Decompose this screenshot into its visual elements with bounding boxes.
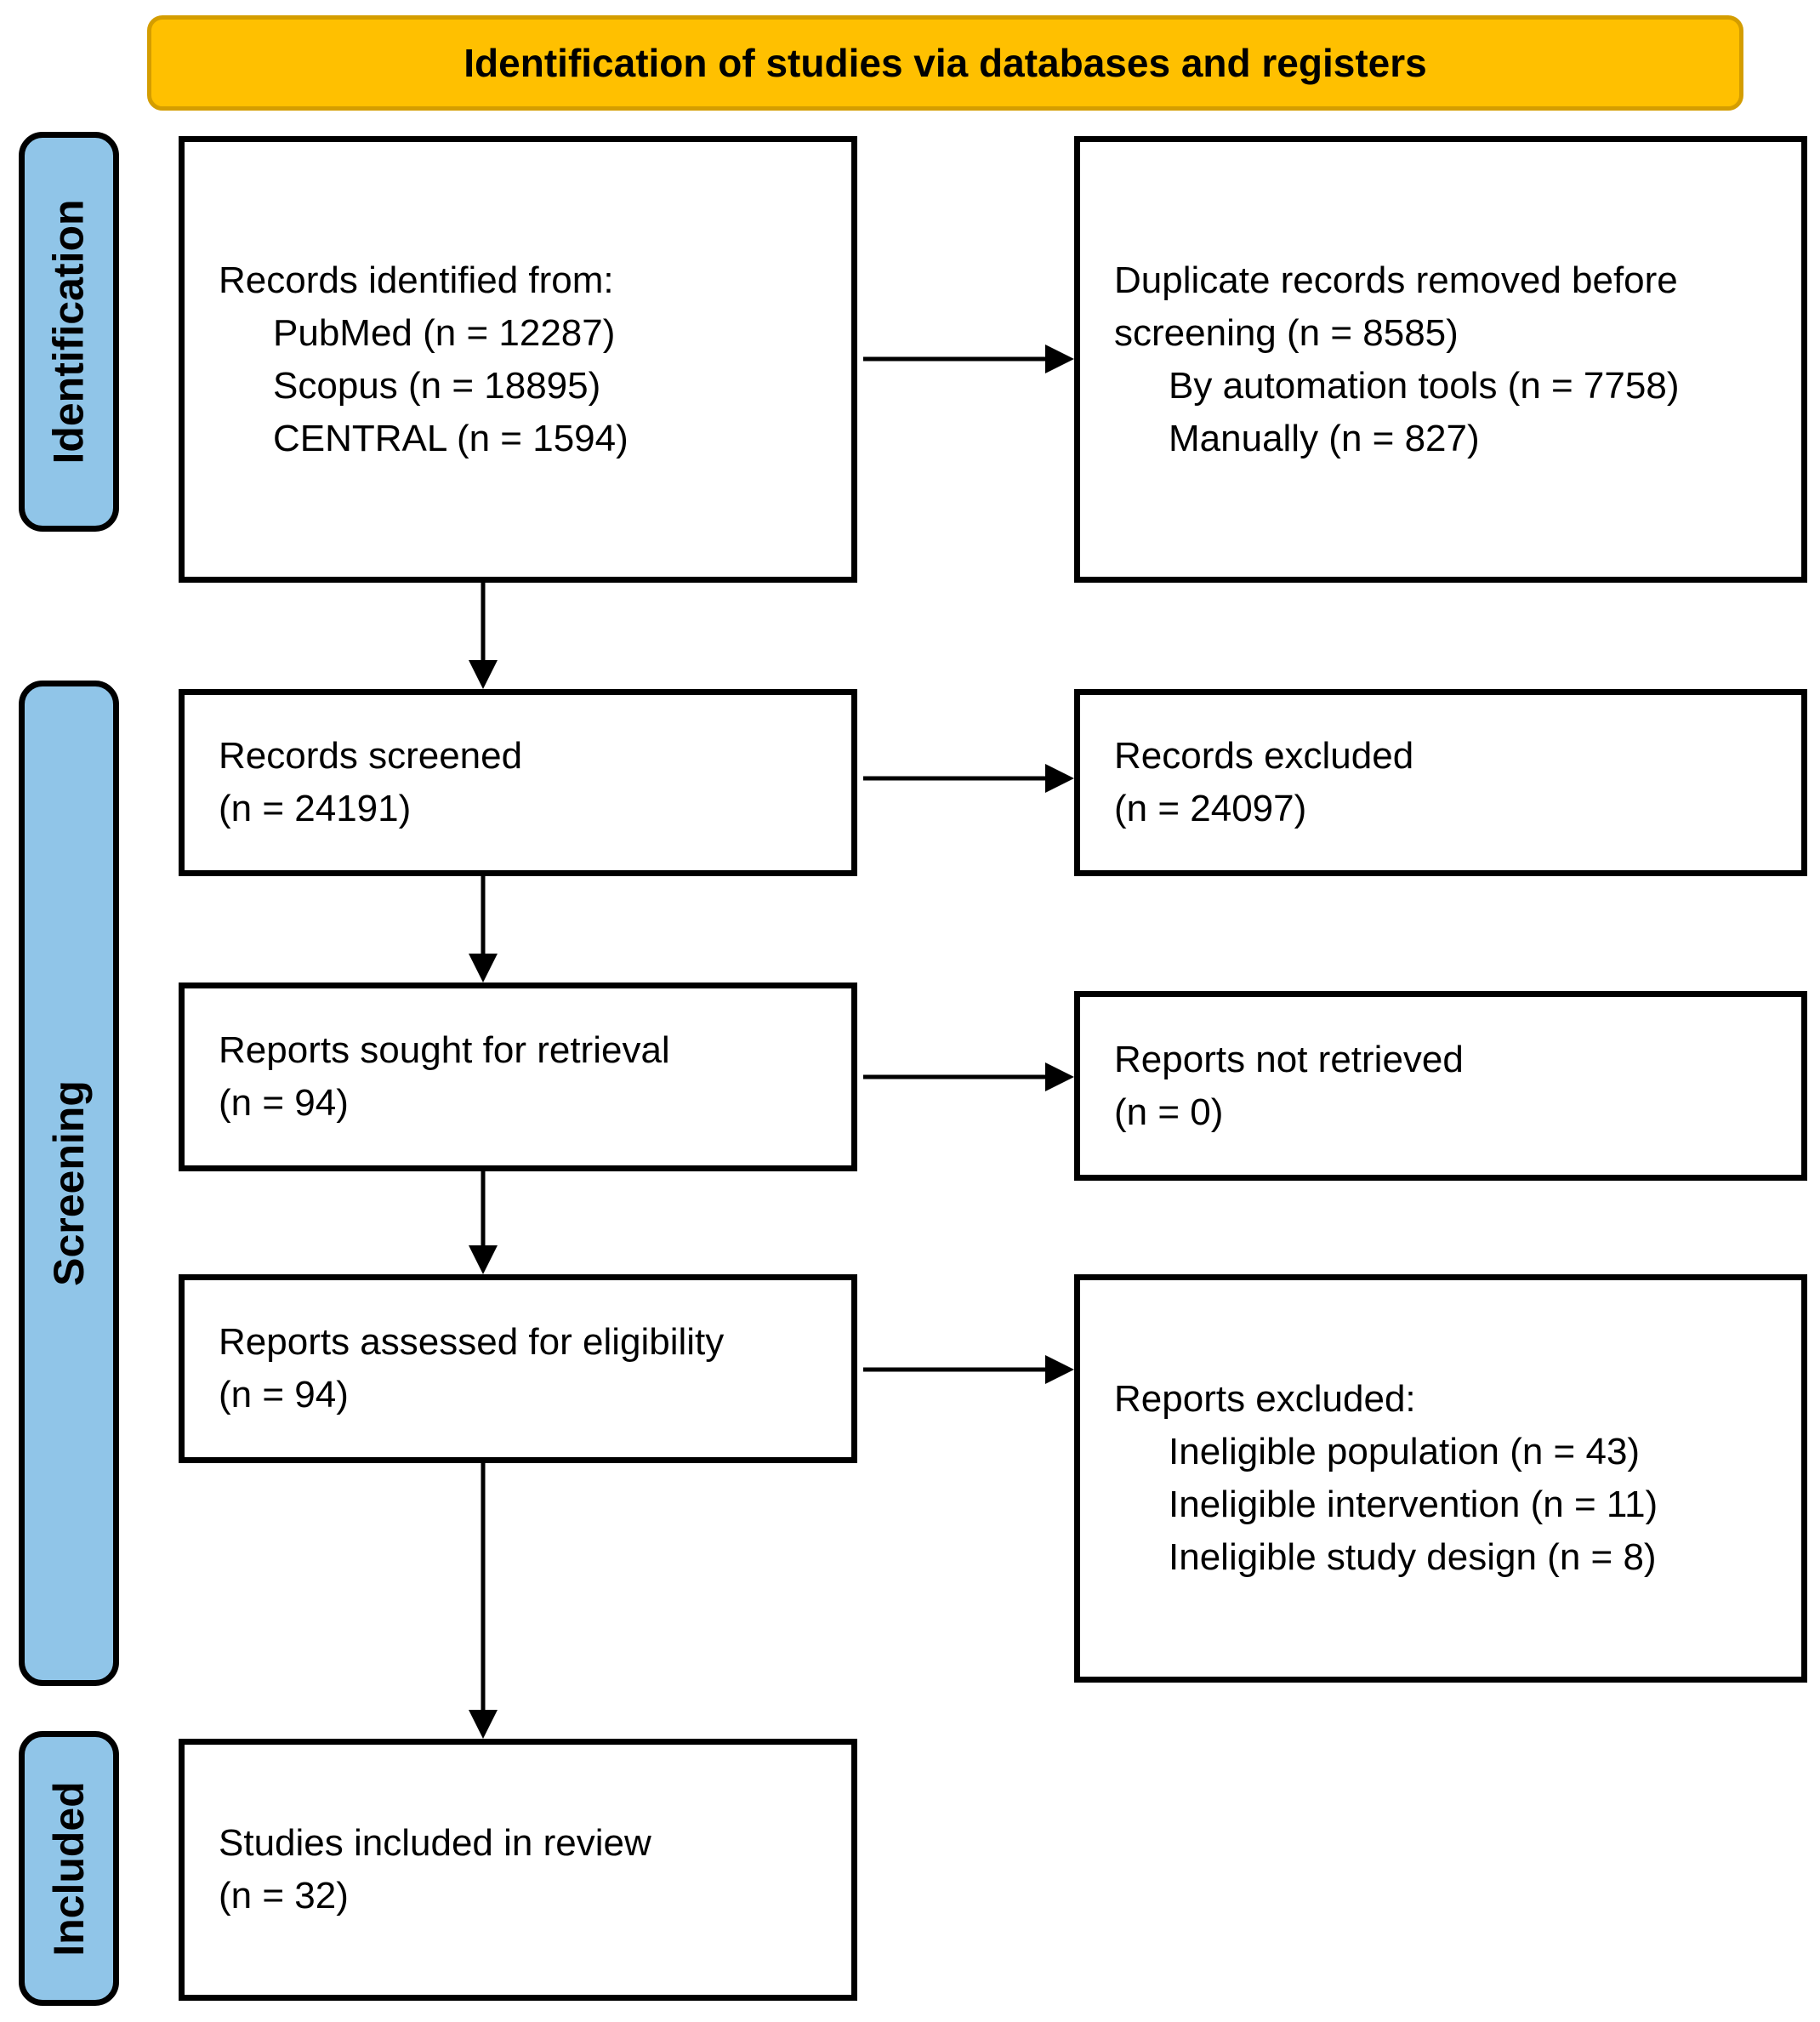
reports-assessed-label: Reports assessed for eligibility (219, 1321, 725, 1363)
reports-not-retrieved-label: Reports not retrieved (1114, 1038, 1464, 1080)
studies-included-count: (n = 32) (219, 1875, 349, 1917)
arrow-identified-to-screened-head (469, 660, 498, 689)
arrow-screened-to-sought-head (469, 954, 498, 983)
stage-screening-text: Screening (45, 1080, 93, 1286)
box-records-excluded: Records excluded (n = 24097) (1074, 689, 1807, 876)
duplicates-removed-intro: Duplicate records removed before screeni… (1114, 259, 1678, 354)
stage-included-text: Included (45, 1780, 94, 1956)
box-studies-included: Studies included in review (n = 32) (179, 1739, 857, 2001)
reports-excluded-intro: Reports excluded: (1114, 1378, 1416, 1420)
box-reports-not-retrieved: Reports not retrieved (n = 0) (1074, 991, 1807, 1181)
stage-label-identification: Identification (19, 132, 119, 532)
records-identified-item-pubmed: PubMed (n = 12287) (273, 311, 616, 354)
records-screened-count: (n = 24191) (219, 788, 412, 829)
box-records-screened: Records screened (n = 24191) (179, 689, 857, 876)
duplicates-removed-item-automation: By automation tools (n = 7758) (1169, 364, 1680, 407)
box-records-identified: Records identified from: PubMed (n = 122… (179, 136, 857, 583)
records-identified-item-scopus: Scopus (n = 18895) (273, 364, 601, 407)
stage-label-included: Included (19, 1731, 119, 2006)
records-identified-item-central: CENTRAL (n = 1594) (273, 417, 628, 459)
records-identified-intro: Records identified from: (219, 259, 614, 301)
reports-excluded-item-intervention: Ineligible intervention (n = 11) (1169, 1484, 1658, 1525)
duplicates-removed-item-manual: Manually (n = 827) (1169, 417, 1480, 459)
banner-identification-of-studies: Identification of studies via databases … (147, 15, 1743, 111)
records-excluded-count: (n = 24097) (1114, 788, 1307, 829)
stage-identification-text: Identification (45, 199, 94, 464)
arrow-sought-to-assessed-head (469, 1245, 498, 1274)
box-reports-excluded: Reports excluded: Ineligible population … (1074, 1274, 1807, 1683)
arrow-identified-to-duplicates-head (1045, 345, 1074, 373)
stage-label-screening: Screening (19, 681, 119, 1686)
reports-sought-count: (n = 94) (219, 1082, 349, 1124)
box-reports-assessed: Reports assessed for eligibility (n = 94… (179, 1274, 857, 1463)
reports-excluded-item-studydesign: Ineligible study design (n = 8) (1169, 1536, 1657, 1578)
arrow-screened-to-excluded-head (1045, 764, 1074, 793)
arrow-assessed-to-reportsexcluded-head (1045, 1355, 1074, 1384)
arrow-assessed-to-included-head (469, 1710, 498, 1739)
studies-included-label: Studies included in review (219, 1822, 651, 1864)
records-excluded-label: Records excluded (1114, 735, 1414, 777)
banner-title: Identification of studies via databases … (464, 41, 1427, 85)
reports-excluded-item-population: Ineligible population (n = 43) (1169, 1431, 1641, 1472)
arrow-sought-to-notretrieved-head (1045, 1062, 1074, 1091)
records-screened-label: Records screened (219, 735, 523, 777)
box-reports-sought: Reports sought for retrieval (n = 94) (179, 983, 857, 1171)
reports-not-retrieved-count: (n = 0) (1114, 1091, 1224, 1133)
reports-assessed-count: (n = 94) (219, 1374, 349, 1415)
box-duplicates-removed: Duplicate records removed before screeni… (1074, 136, 1807, 583)
reports-sought-label: Reports sought for retrieval (219, 1029, 670, 1071)
